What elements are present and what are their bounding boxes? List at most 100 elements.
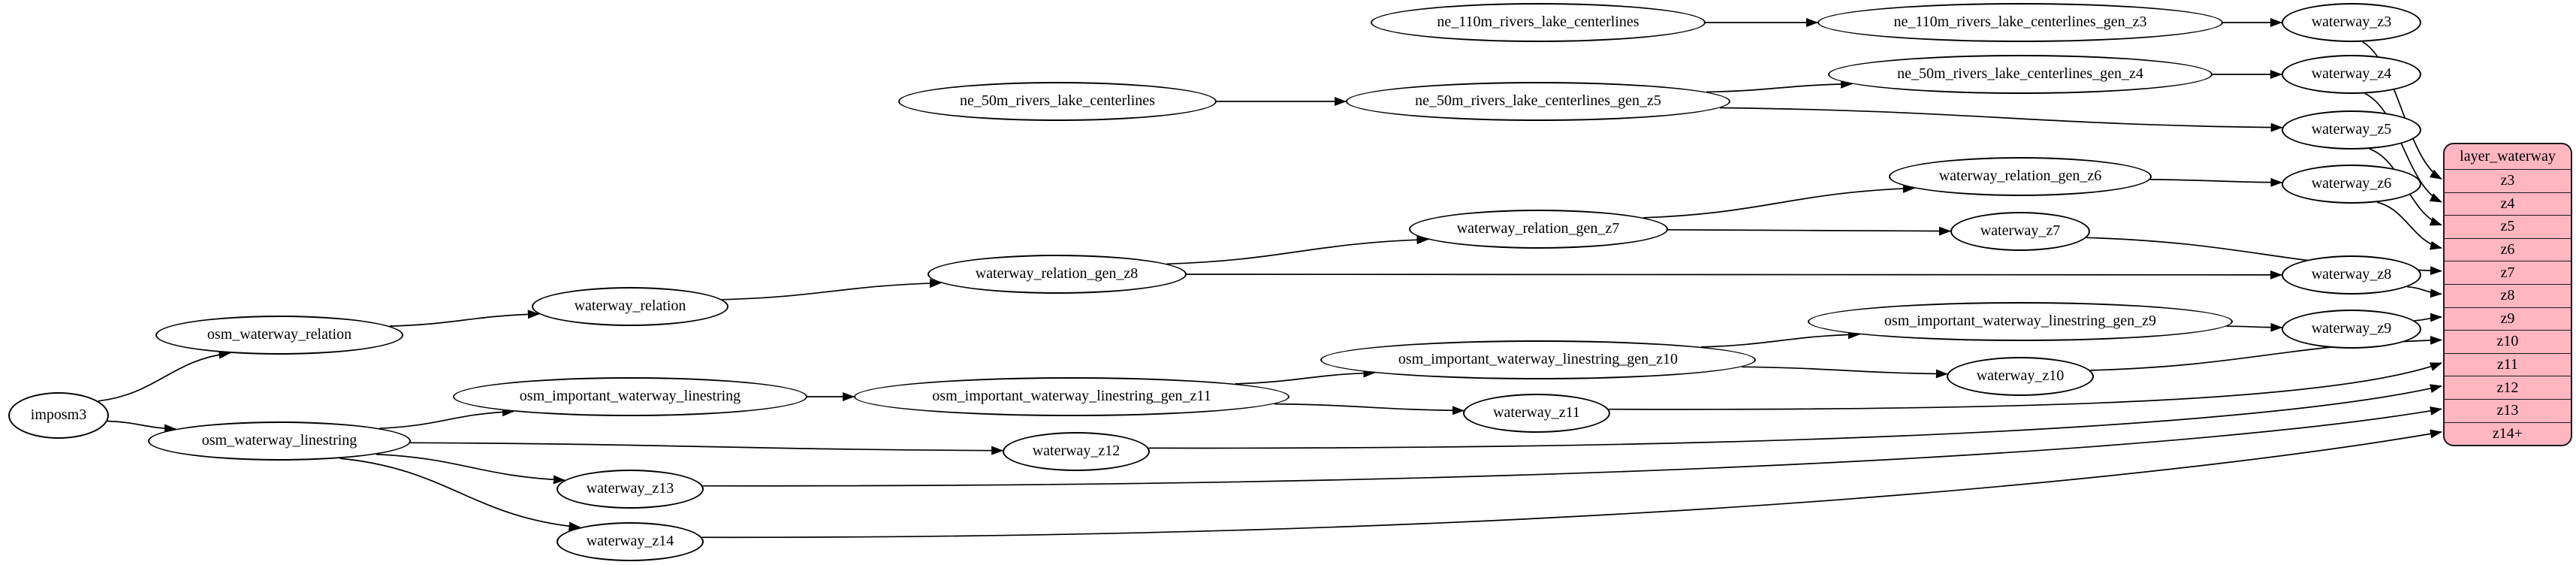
graph-node-label-ne_110m_rivers_lake_centerlines_gen_z3: ne_110m_rivers_lake_centerlines_gen_z3	[1893, 14, 2147, 30]
edge-waterway_relation_gen_z7-to-waterway_relation_gen_z6	[1642, 183, 1915, 219]
table-row-z7: z7	[2445, 261, 2571, 284]
edge-waterway_z12-to-layer_waterway-z12	[1148, 384, 2442, 449]
graph-node-label-waterway_relation: waterway_relation	[574, 298, 686, 314]
edge-ne_50m_rivers_lake_centerlines_gen_z5-to-ne_50m_rivers_lake_centerlines_gen_z4	[1706, 79, 1853, 93]
edge-osm_waterway_linestring-to-waterway_z13	[376, 453, 566, 485]
graph-node-waterway_relation_gen_z6: waterway_relation_gen_z6	[1889, 157, 2152, 196]
graph-node-label-osm_important_waterway_linestring_gen_z9: osm_important_waterway_linestring_gen_z9	[1884, 313, 2157, 329]
edge-ne_50m_rivers_lake_centerlines_gen_z5-to-waterway_z5	[1719, 107, 2283, 132]
graph-node-waterway_z14: waterway_z14	[557, 522, 704, 561]
graph-node-label-osm_important_waterway_linestring_gen_z10: osm_important_waterway_linestring_gen_z1…	[1398, 351, 1679, 367]
table-row-z6: z6	[2445, 237, 2571, 261]
table-row-z3: z3	[2445, 169, 2571, 192]
graph-node-ne_110m_rivers_lake_centerlines_gen_z3: ne_110m_rivers_lake_centerlines_gen_z3	[1817, 3, 2223, 42]
graph-node-waterway_z10: waterway_z10	[1947, 357, 2094, 396]
edge-osm_important_waterway_linestring_gen_z10-to-waterway_z10	[1741, 366, 1948, 379]
edge-waterway_z13-to-layer_waterway-z13	[702, 406, 2442, 487]
edge-osm_waterway_relation-to-waterway_relation	[389, 310, 540, 327]
graph-node-waterway_z3: waterway_z3	[2282, 3, 2421, 42]
graph-node-label-waterway_z7: waterway_z7	[1980, 222, 2061, 239]
edge-osm_important_waterway_linestring_gen_z11-to-waterway_z11	[1274, 403, 1464, 415]
edge-waterway_z6-to-layer_waterway-z6	[2376, 201, 2442, 250]
graph-node-ne_50m_rivers_lake_centerlines_gen_z4: ne_50m_rivers_lake_centerlines_gen_z4	[1828, 55, 2213, 94]
table-row-z11: z11	[2445, 352, 2571, 376]
graph-node-label-waterway_z10: waterway_z10	[1976, 367, 2065, 384]
edge-waterway_z11-to-layer_waterway-z11	[1608, 362, 2442, 410]
edge-osm_important_waterway_linestring_gen_z9-to-waterway_z9	[2226, 322, 2283, 332]
graph-node-osm_important_waterway_linestring_gen_z10: osm_important_waterway_linestring_gen_z1…	[1320, 340, 1756, 379]
graph-node-label-ne_50m_rivers_lake_centerlines_gen_z4: ne_50m_rivers_lake_centerlines_gen_z4	[1897, 65, 2143, 82]
edge-waterway_z3-to-layer_waterway-z3	[2362, 41, 2442, 180]
graph-node-osm_waterway_linestring: osm_waterway_linestring	[148, 421, 411, 461]
graph-node-label-osm_important_waterway_linestring_gen_z11: osm_important_waterway_linestring_gen_z1…	[932, 388, 1211, 404]
graph-node-waterway_relation_gen_z8: waterway_relation_gen_z8	[927, 255, 1187, 294]
graph-node-waterway_z8: waterway_z8	[2282, 255, 2421, 295]
graph-node-label-waterway_relation_gen_z7: waterway_relation_gen_z7	[1456, 220, 1620, 237]
graph-node-label-waterway_z12: waterway_z12	[1032, 443, 1121, 459]
graph-node-waterway_z9: waterway_z9	[2282, 310, 2421, 349]
edge-waterway_z8-to-layer_waterway-z8	[2407, 286, 2442, 298]
graph-node-label-imposm3: imposm3	[30, 406, 87, 423]
graph-node-ne_110m_rivers_lake_centerlines: ne_110m_rivers_lake_centerlines	[1371, 3, 1706, 42]
table-row-z12: z12	[2445, 376, 2571, 399]
edge-waterway_relation_gen_z7-to-waterway_z7	[1667, 226, 1951, 236]
graph-node-label-ne_50m_rivers_lake_centerlines: ne_50m_rivers_lake_centerlines	[960, 92, 1155, 109]
graph-node-label-waterway_z5: waterway_z5	[2311, 121, 2392, 137]
table-row-z10: z10	[2445, 330, 2571, 353]
graph-node-waterway_relation_gen_z7: waterway_relation_gen_z7	[1408, 210, 1668, 249]
graph-node-label-waterway_z11: waterway_z11	[1493, 404, 1580, 421]
graph-node-waterway_relation: waterway_relation	[532, 287, 728, 326]
graph-node-label-osm_waterway_relation: osm_waterway_relation	[207, 326, 352, 343]
graph-node-label-waterway_z3: waterway_z3	[2311, 14, 2392, 30]
edge-waterway_relation_gen_z6-to-waterway_z6	[2149, 177, 2283, 187]
graph-node-waterway_z6: waterway_z6	[2282, 165, 2421, 204]
graph-node-label-waterway_z14: waterway_z14	[586, 533, 674, 549]
edge-waterway_z4-to-layer_waterway-z4	[2364, 92, 2442, 203]
edge-osm_waterway_linestring-to-waterway_z14	[339, 458, 581, 531]
edge-osm_important_waterway_linestring_gen_z10-to-osm_important_waterway_linestring_gen_z9	[1701, 330, 1860, 348]
graph-node-label-osm_important_waterway_linestring: osm_important_waterway_linestring	[519, 388, 741, 404]
table-row-z13: z13	[2445, 398, 2571, 422]
graph-node-label-waterway_relation_gen_z8: waterway_relation_gen_z8	[975, 265, 1139, 282]
edge-waterway_z14-to-layer_waterway-z14+	[701, 429, 2442, 539]
graph-node-waterway_z7: waterway_z7	[1950, 212, 2090, 251]
edge-waterway_relation-to-waterway_relation_gen_z8	[722, 279, 942, 301]
graph-node-ne_50m_rivers_lake_centerlines: ne_50m_rivers_lake_centerlines	[898, 82, 1217, 121]
table-row-z8: z8	[2445, 283, 2571, 307]
graph-node-imposm3: imposm3	[8, 392, 109, 439]
graph-node-waterway_z11: waterway_z11	[1463, 394, 1610, 433]
table-row-z9: z9	[2445, 307, 2571, 331]
edge-imposm3-to-osm_waterway_linestring	[107, 420, 176, 434]
table-row-z5: z5	[2445, 215, 2571, 238]
graph-node-label-ne_50m_rivers_lake_centerlines_gen_z5: ne_50m_rivers_lake_centerlines_gen_z5	[1415, 92, 1661, 109]
graph-node-label-waterway_relation_gen_z6: waterway_relation_gen_z6	[1938, 168, 2102, 184]
edge-waterway_relation_gen_z8-to-waterway_relation_gen_z7	[1166, 235, 1429, 265]
graph-node-label-waterway_z4: waterway_z4	[2311, 65, 2392, 82]
edge-osm_waterway_linestring-to-osm_important_waterway_linestring	[379, 407, 514, 430]
graph-node-osm_waterway_relation: osm_waterway_relation	[155, 316, 403, 355]
edge-osm_important_waterway_linestring_gen_z11-to-osm_important_waterway_linestring_gen_z10	[1235, 368, 1376, 385]
graph-node-waterway_z12: waterway_z12	[1003, 432, 1150, 471]
table-row-z14+: z14+	[2445, 421, 2571, 446]
graph-node-waterway_z13: waterway_z13	[557, 470, 704, 509]
graph-node-waterway_z5: waterway_z5	[2282, 110, 2421, 150]
graph-node-osm_important_waterway_linestring: osm_important_waterway_linestring	[453, 377, 807, 416]
edge-imposm3-to-osm_waterway_relation	[98, 349, 231, 402]
graph-node-label-waterway_z8: waterway_z8	[2311, 266, 2392, 282]
graph-node-label-waterway_z13: waterway_z13	[586, 480, 674, 497]
graph-node-ne_50m_rivers_lake_centerlines_gen_z5: ne_50m_rivers_lake_centerlines_gen_z5	[1346, 82, 1730, 121]
edge-osm_waterway_linestring-to-waterway_z12	[410, 442, 1004, 455]
graph-node-waterway_z4: waterway_z4	[2282, 55, 2421, 94]
graph-node-osm_important_waterway_linestring_gen_z9: osm_important_waterway_linestring_gen_z9	[1808, 302, 2233, 341]
table-row-z4: z4	[2445, 192, 2571, 216]
graph-node-label-ne_110m_rivers_lake_centerlines: ne_110m_rivers_lake_centerlines	[1437, 14, 1639, 30]
edge-waterway_z9-to-layer_waterway-z9	[2414, 313, 2442, 322]
graph-node-osm_important_waterway_linestring_gen_z11: osm_important_waterway_linestring_gen_z1…	[854, 377, 1290, 416]
graph-node-label-waterway_z9: waterway_z9	[2311, 320, 2392, 337]
graph-node-label-waterway_z6: waterway_z6	[2311, 175, 2392, 192]
table-title: layer_waterway	[2460, 148, 2556, 165]
